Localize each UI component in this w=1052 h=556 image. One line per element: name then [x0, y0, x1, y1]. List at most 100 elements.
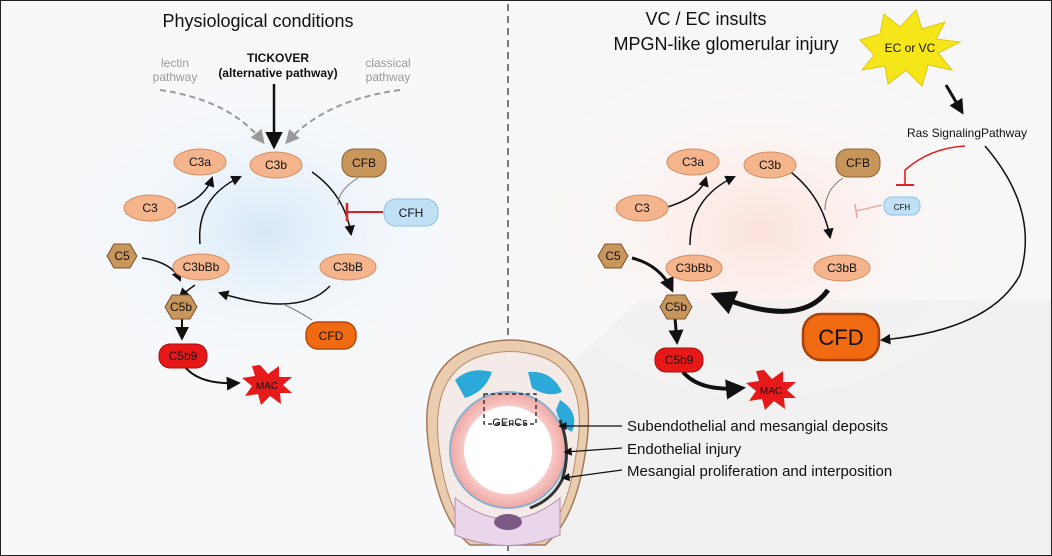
lectin-label: lectin: [161, 56, 189, 70]
ras-label: Ras SignalingPathway: [907, 126, 1027, 140]
c3bb-label: C3bB: [333, 260, 363, 274]
lectin-pathway-label: pathway: [153, 70, 198, 84]
r-c3bbb-node: [665, 254, 723, 282]
cfd-connector: [284, 304, 313, 321]
cfd-label: CFD: [319, 329, 344, 343]
r-mac-burst: [746, 370, 796, 410]
mesangial-label: Mesangial proliferation and interpositio…: [627, 463, 892, 480]
endothelial-label: Endothelial injury: [627, 441, 742, 458]
r-c3bb-node: [813, 254, 871, 282]
c3-to-c3a-arrow: [177, 176, 215, 209]
podocyte-right: [528, 371, 562, 395]
cfb-label: CFB: [352, 156, 376, 170]
mac-burst: [242, 365, 292, 405]
mesangial-cell: [494, 514, 522, 530]
r-c5b-node: [659, 294, 693, 320]
capillary-lumen: [464, 406, 552, 494]
cfh-label: CFH: [399, 206, 424, 220]
r-c5b9-node: [654, 347, 704, 373]
c3a-label: C3a: [189, 155, 211, 169]
ec-vc-burst: [859, 9, 962, 87]
r-cfd-label: CFD: [818, 325, 863, 350]
right-shade: [508, 300, 1052, 556]
c3b-label: C3b: [265, 158, 287, 172]
c3b-node: [249, 151, 303, 179]
r-cfb-label: CFB: [846, 156, 870, 170]
r-cfb-connector: [824, 177, 844, 211]
c3bb-node: [319, 253, 377, 281]
r-c3bbb-to-c3b-arrow: [689, 175, 736, 246]
tickover-label: TICKOVER: [247, 51, 309, 65]
classical-pathway-label: pathway: [366, 70, 411, 84]
r-c5b9-label: C5b9: [665, 353, 694, 367]
cfd-node: [305, 321, 357, 350]
r-c5-arrow: [631, 256, 674, 293]
alternative-pathway-label: (alternative pathway): [218, 66, 337, 80]
c5-arrow: [141, 257, 182, 282]
c3bbb-to-c3b-arrow: [198, 175, 242, 245]
r-cfh-label: CFH: [894, 203, 911, 212]
mac-label: MAC: [256, 381, 278, 392]
r-cfh-node: [883, 196, 921, 216]
r-c3bb-label: C3bB: [827, 261, 857, 275]
r-cfb-node: [835, 148, 881, 178]
r-c5b9-to-mac-arrow: [681, 370, 746, 400]
cfb-connector: [337, 177, 359, 206]
c3bbb-node: [172, 253, 230, 281]
classical-arrow: [285, 89, 401, 145]
c5b9-label: C5b9: [169, 349, 198, 363]
r-c3a-node: [666, 148, 720, 176]
mesangial-arrow: [561, 469, 623, 482]
c3bb-to-c3bbb-arrow: [217, 285, 331, 305]
r-c3a-label: C3a: [682, 155, 704, 169]
r-c3-node: [615, 194, 669, 222]
c5b9-node: [158, 343, 208, 369]
r-mac-label: MAC: [760, 386, 782, 397]
r-cfh-inhibit-bar: [854, 203, 858, 219]
c3b-to-c3bb-arrow: [311, 171, 355, 237]
podocyte-right-lower: [556, 400, 575, 432]
c3-node: [123, 194, 177, 222]
r-c3-label: C3: [634, 201, 650, 215]
r-c3b-label: C3b: [759, 158, 781, 172]
cfb-node: [341, 148, 387, 178]
r-c3b-to-c3bb-arrow: [787, 169, 834, 240]
right-title-2: MPGN-like glomerular injury: [613, 34, 838, 54]
podocyte-left: [455, 370, 492, 398]
c5b-node: [164, 294, 198, 320]
c5-node: [106, 243, 138, 269]
r-cfh-inhibit-line: [855, 204, 883, 212]
r-c3bb-to-c3bbb-arrow: [710, 288, 831, 315]
r-c5-node: [597, 243, 629, 269]
ec-vc-label: EC or VC: [885, 41, 936, 55]
r-c3b-node: [743, 151, 797, 179]
burst-to-ras-arrow: [944, 84, 964, 115]
c5b-label: C5b: [170, 300, 192, 314]
cfh-node: [383, 198, 439, 227]
ras-to-cfd-arrow: [879, 145, 1026, 345]
c3a-node: [173, 148, 227, 176]
gencs-label: GEnCs: [492, 417, 528, 429]
r-c5-label: C5: [605, 249, 621, 263]
endothelial-arrow: [563, 447, 623, 456]
gencs-box: [483, 393, 537, 425]
r-c3-to-c3a-arrow: [663, 175, 709, 209]
glomerulus-illustration: GEnCs: [426, 339, 590, 546]
r-c5b-to-c5b9-arrow: [668, 317, 684, 345]
r-c3bbb-label: C3bBb: [676, 261, 713, 275]
deposits-label: Subendothelial and mesangial deposits: [627, 418, 888, 435]
left-title: Physiological conditions: [162, 11, 353, 31]
right-title-1: VC / EC insults: [645, 9, 766, 29]
c5-label: C5: [114, 249, 130, 263]
left-glow: [35, 60, 495, 400]
c5b9-to-mac-arrow: [184, 366, 241, 391]
r-cfd-node: [801, 312, 881, 362]
classical-label: classical: [365, 56, 410, 70]
c3bbb-label: C3bBb: [183, 260, 220, 274]
r-c5b-label: C5b: [665, 300, 687, 314]
c3-label: C3: [142, 201, 158, 215]
lectin-arrow: [159, 89, 265, 145]
ras-inhibit-line: [904, 145, 966, 184]
